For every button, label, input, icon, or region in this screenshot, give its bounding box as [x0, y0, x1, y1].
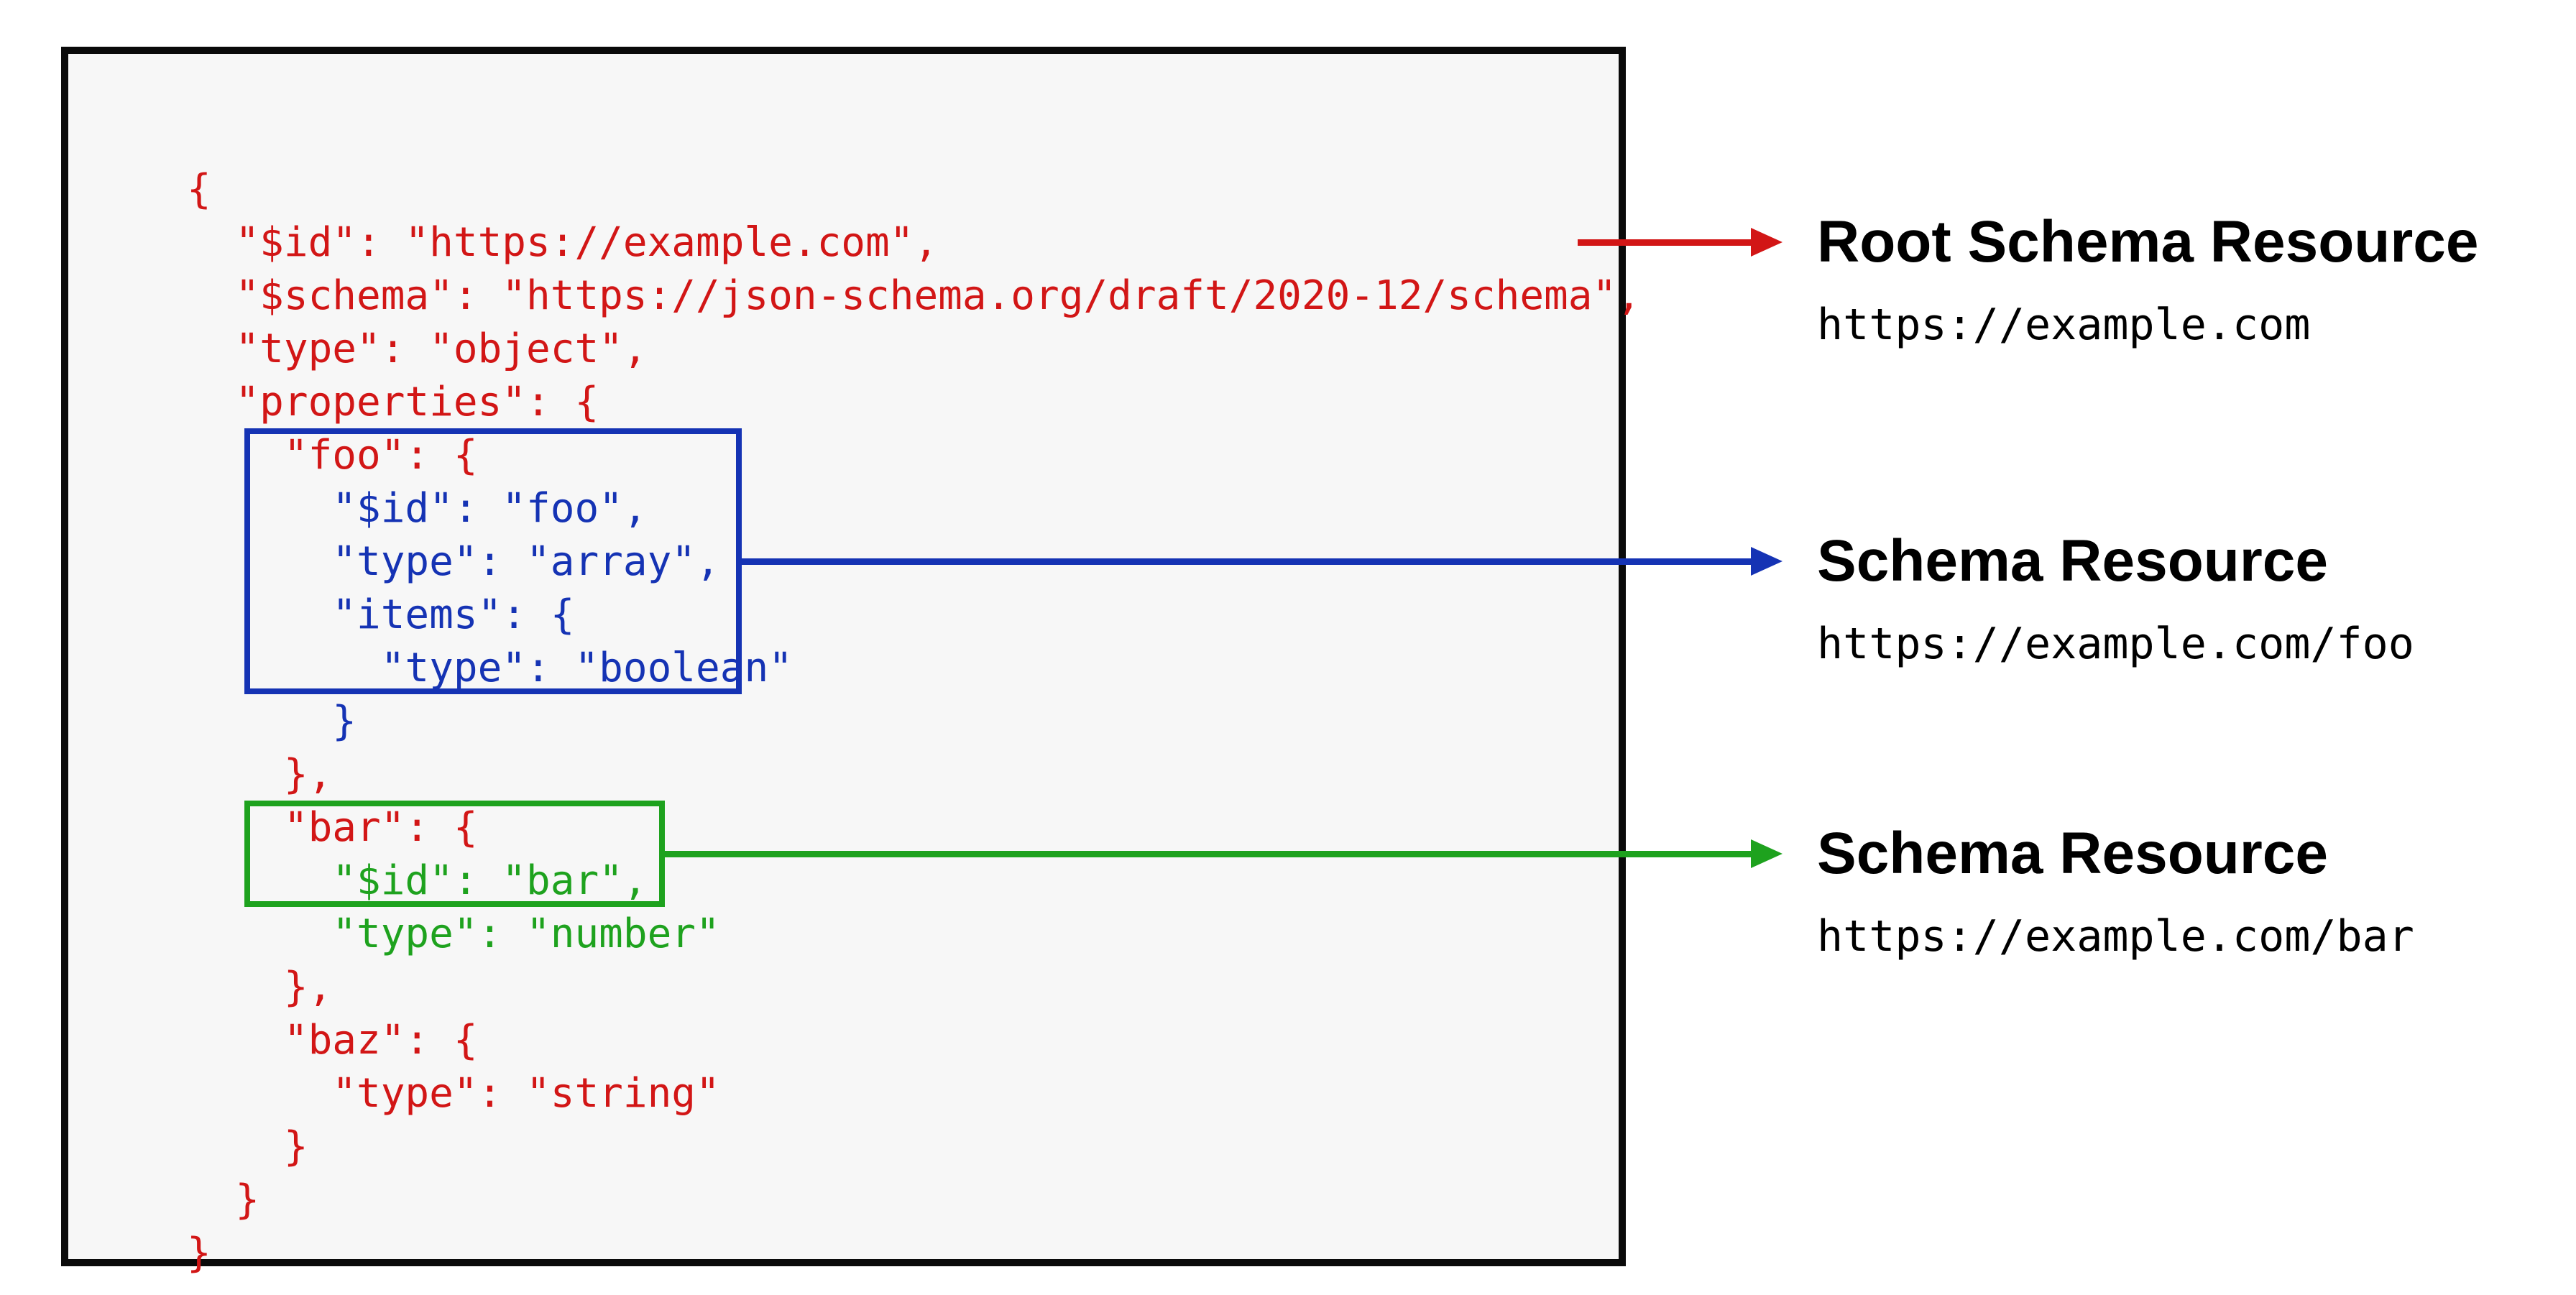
code-line: "foo": { — [187, 432, 478, 479]
root-schema-arrow — [1578, 228, 1782, 257]
annotation-url: https://example.com — [1817, 300, 2311, 350]
schema-code-box: { "$id": "https://example.com", "$schema… — [61, 47, 1641, 1276]
code-line: } — [187, 1176, 260, 1223]
arrow-line — [665, 850, 1751, 857]
annotation-url: https://example.com/foo — [1817, 619, 2414, 669]
annotation-url: https://example.com/bar — [1817, 911, 2414, 962]
arrow-line — [1578, 239, 1751, 246]
json-schema-code: { "$id": "https://example.com", "$schema… — [187, 163, 1641, 1280]
arrow-line — [742, 558, 1751, 565]
code-line: "type": "string" — [187, 1070, 720, 1117]
code-line: "type": "boolean" — [187, 645, 793, 691]
code-line: "properties": { — [187, 379, 599, 425]
annotation-title: Schema Resource — [1817, 528, 2329, 594]
code-line: { — [187, 166, 211, 213]
foo-schema-resource-box — [244, 428, 742, 694]
bar-schema-resource-box — [244, 801, 665, 907]
bar-schema-arrow — [665, 839, 1782, 868]
code-line: "$id": "foo", — [187, 485, 648, 532]
annotation-title: Root Schema Resource — [1817, 209, 2479, 275]
annotation-foo-schema-resource: Schema Resource https://example.com/foo — [1817, 528, 2414, 669]
code-line: } — [187, 1123, 308, 1170]
code-line: "$id": "https://example.com", — [187, 219, 939, 266]
arrowhead-icon — [1751, 839, 1782, 868]
arrowhead-icon — [1751, 228, 1782, 257]
code-line: "type": "object", — [187, 326, 648, 372]
annotation-root-schema-resource: Root Schema Resource https://example.com — [1817, 209, 2479, 350]
code-line: }, — [187, 751, 333, 798]
code-line: "type": "number" — [187, 911, 720, 957]
code-line: "baz": { — [187, 1017, 478, 1064]
code-line: } — [187, 698, 357, 745]
code-line: "items": { — [187, 591, 575, 638]
annotation-title: Schema Resource — [1817, 821, 2329, 886]
code-line: "type": "array", — [187, 538, 720, 585]
arrowhead-icon — [1751, 547, 1782, 576]
code-line: "$schema": "https://json-schema.org/draf… — [187, 272, 1641, 319]
code-line: } — [187, 1230, 211, 1276]
code-line: "$id": "bar", — [187, 857, 648, 904]
foo-schema-arrow — [742, 547, 1782, 576]
code-line: "bar": { — [187, 804, 478, 851]
code-line: }, — [187, 964, 333, 1010]
annotation-bar-schema-resource: Schema Resource https://example.com/bar — [1817, 821, 2414, 962]
